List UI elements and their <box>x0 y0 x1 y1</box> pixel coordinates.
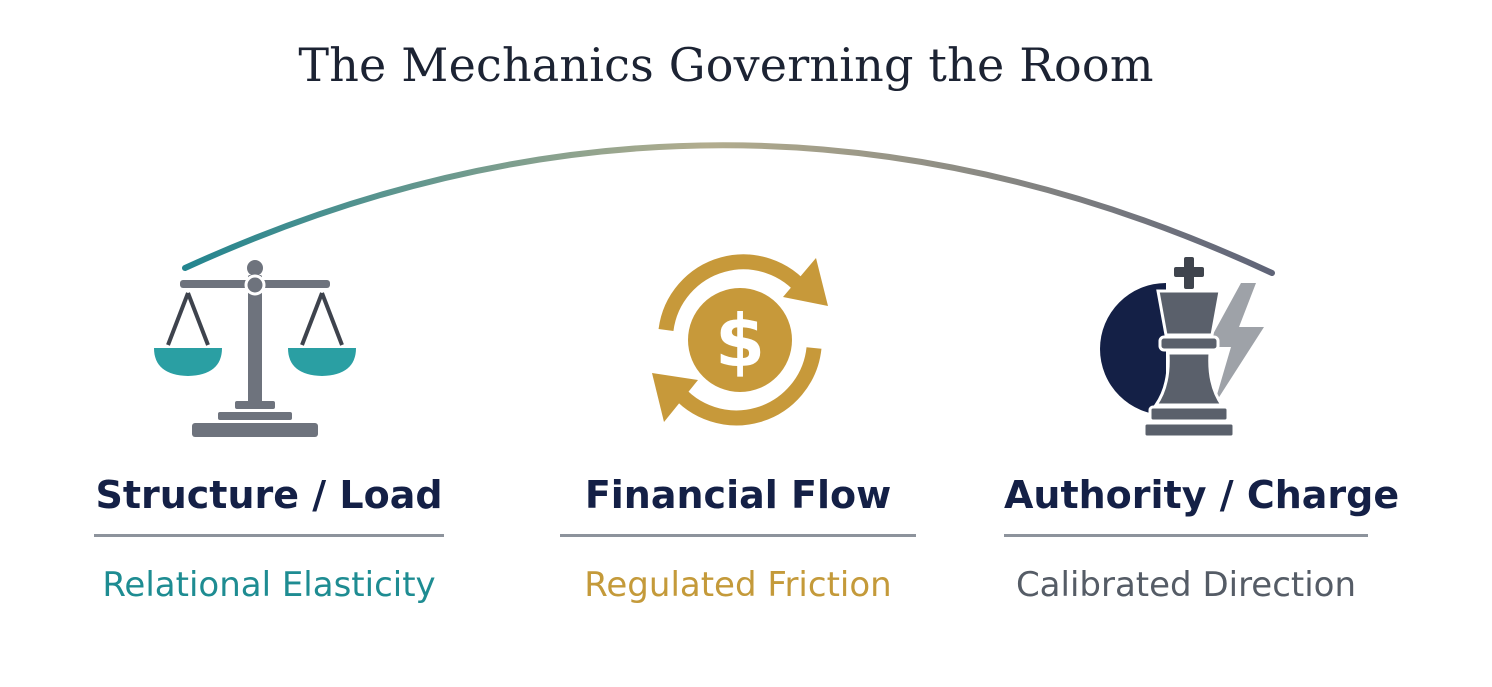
pillar-title: Structure / Load <box>95 473 443 517</box>
pillar-subtitle: Regulated Friction <box>584 565 892 605</box>
diagram-title: The Mechanics Governing the Room <box>298 38 1154 92</box>
pillar-title: Authority / Charge <box>1004 473 1400 517</box>
dollar-sign: $ <box>715 299 765 383</box>
divider <box>94 534 444 537</box>
pillar-authority: Authority / Charge Calibrated Direction <box>1004 468 1400 607</box>
connecting-arc <box>182 142 1275 276</box>
pillar-subtitle: Relational Elasticity <box>102 565 436 605</box>
dollar-cycle-icon: $ <box>652 254 828 426</box>
chess-king-icon <box>1100 257 1264 439</box>
balance-scale-icon <box>154 260 356 437</box>
pillar-title: Financial Flow <box>584 473 892 517</box>
pillar-structure: Structure / Load Relational Elasticity <box>94 468 444 607</box>
divider <box>560 534 916 537</box>
pillar-subtitle: Calibrated Direction <box>1015 565 1357 605</box>
pillar-financial: Financial Flow Regulated Friction <box>560 468 916 607</box>
divider <box>1004 534 1368 537</box>
